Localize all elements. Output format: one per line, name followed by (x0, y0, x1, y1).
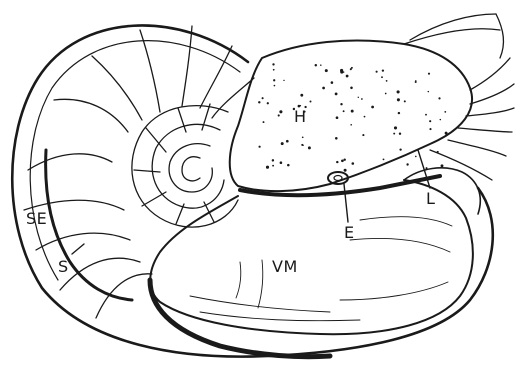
stipple-dot (343, 110, 345, 112)
stipple-dot (438, 97, 440, 99)
stipple-dot (273, 69, 275, 71)
stipple-dot (272, 63, 274, 65)
stipple-dot (399, 148, 401, 150)
stipple-dot (385, 93, 387, 95)
stipple-dot (300, 94, 303, 97)
stipple-dot (262, 97, 264, 99)
stipple-dot (444, 111, 446, 113)
stipple-dot (445, 135, 447, 137)
stipple-dot (346, 75, 349, 78)
stipple-dot (308, 146, 311, 149)
stipple-dot (325, 69, 328, 72)
stipple-dot (362, 134, 364, 136)
stipple-dot (441, 164, 444, 167)
label-septal-edge: SE (26, 209, 47, 228)
stipple-dot (428, 91, 429, 92)
stipple-dot (258, 101, 260, 103)
stipple-dot (331, 81, 334, 84)
stipple-dot (274, 85, 276, 87)
stipple-dot (425, 114, 427, 116)
stipple-dot (393, 133, 395, 135)
stipple-dot (404, 100, 406, 102)
stipple-dot (440, 119, 441, 120)
stipple-dot (336, 161, 338, 163)
stipple-dot (344, 169, 347, 172)
tentacles (404, 14, 514, 180)
eye-inner (334, 176, 342, 181)
shadow-band (150, 280, 330, 357)
stipple-dot (397, 90, 400, 93)
stipple-dot (280, 161, 283, 164)
body-band (240, 176, 440, 195)
stipple-dot (263, 121, 265, 123)
stipple-dot (340, 69, 343, 72)
stipple-dot (351, 110, 354, 113)
stipple-dot (437, 151, 439, 153)
label-eye: E (344, 223, 355, 242)
stipple-dot (279, 110, 282, 113)
stipple-dot (335, 93, 338, 96)
stipple-dot (315, 64, 317, 66)
stipple-dot (381, 76, 383, 78)
stipple-dot (287, 164, 290, 167)
stipple-dot (382, 69, 384, 71)
stipple-dot (397, 98, 400, 101)
stipple-dot (340, 103, 342, 105)
stipple-dot (267, 102, 269, 104)
stipple-dot (301, 144, 303, 146)
stipple-dot (398, 112, 400, 114)
stipple-dot (286, 140, 289, 143)
stipple-dot (364, 116, 366, 118)
stipple-dot (386, 80, 388, 82)
spiral-whorls (132, 104, 238, 227)
stipple-dot (358, 97, 359, 98)
label-hood: H (294, 107, 307, 126)
stipple-dot (322, 87, 325, 90)
stipple-dot (283, 80, 284, 81)
label-lip: L (426, 189, 435, 208)
lip (404, 168, 480, 214)
stipple-dot (429, 128, 431, 130)
stipple-dot (336, 116, 339, 119)
stipple-dot (350, 68, 352, 70)
stipple-dot (376, 71, 378, 73)
stipple-dot (272, 165, 274, 167)
stipple-dot (350, 87, 353, 90)
stipple-dot (428, 73, 430, 75)
stipple-dot (399, 133, 401, 135)
stipple-dot (383, 158, 385, 160)
label-visceral-mass: VM (272, 257, 298, 276)
stipple-dot (394, 126, 397, 129)
body-hatching (190, 217, 452, 321)
stipple-dot (310, 101, 312, 103)
stipple-dot (341, 159, 344, 162)
stipple-dot (343, 158, 345, 160)
stipple-dot (278, 114, 280, 116)
eye-leader (344, 184, 348, 222)
stipple-dot (272, 159, 274, 161)
septal-edge-band (46, 150, 132, 300)
stipple-dot (361, 98, 363, 100)
stipple-dot (415, 156, 417, 158)
stipple-dot (415, 81, 417, 83)
stipple-dot (266, 166, 269, 169)
stipple-dot (335, 137, 338, 140)
stipple-dot (350, 124, 352, 126)
stipple-dot (406, 163, 408, 165)
septum-leader (72, 244, 84, 254)
stipple-dot (320, 64, 322, 66)
stipple-dot (425, 167, 427, 169)
stipple-dot (273, 79, 275, 81)
stipple-dot (445, 132, 448, 135)
stipple-dot (351, 162, 354, 165)
stipple-dot (281, 142, 284, 145)
stipple-dot (258, 146, 260, 148)
stipple-dot (302, 136, 304, 138)
label-septum: S (58, 257, 69, 276)
stipple-dot (429, 120, 431, 122)
stipple-dot (371, 106, 374, 109)
